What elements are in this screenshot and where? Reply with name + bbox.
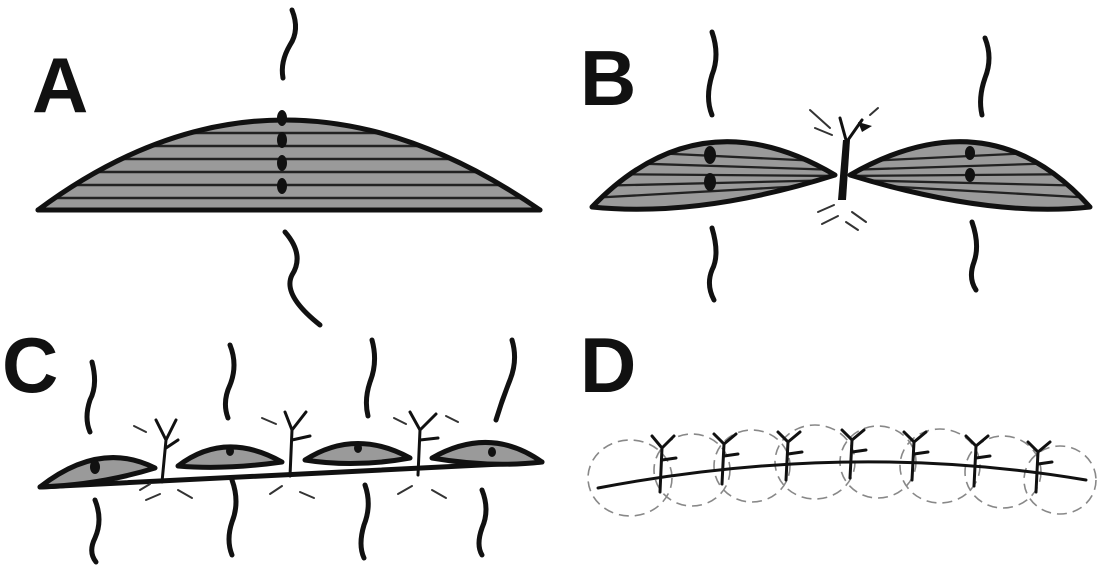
muscle-fiber-b-right xyxy=(845,142,1095,210)
panel-b: B xyxy=(580,32,1095,300)
muscle-fiber-a xyxy=(38,110,540,210)
vessel-top-c-2 xyxy=(225,345,234,418)
muscle-segment-c-2 xyxy=(178,446,282,467)
panel-label-c: C xyxy=(2,321,58,409)
panel-a: A xyxy=(32,10,540,325)
vessel-top-a xyxy=(282,10,295,78)
vessel-bottom-c-4 xyxy=(479,490,486,555)
panel-c: C xyxy=(2,321,542,562)
vessel-bottom-c-2 xyxy=(229,480,236,555)
vessel-top-c-1 xyxy=(87,362,95,432)
panel-label-d: D xyxy=(580,321,636,409)
panel-label-b: B xyxy=(580,34,636,122)
vessel-top-b-left xyxy=(709,32,717,115)
nerve-terminal-d-6 xyxy=(966,436,990,486)
vessel-top-c-4 xyxy=(496,340,515,420)
vessel-bottom-b-right xyxy=(971,222,976,290)
muscle-segment-c-4 xyxy=(432,442,542,464)
panel-label-a: A xyxy=(32,41,88,129)
vessel-bottom-b-left xyxy=(709,228,716,300)
vessel-top-b-right xyxy=(981,38,989,115)
vessel-bottom-c-3 xyxy=(361,485,368,558)
muscle-segment-c-3 xyxy=(305,443,410,464)
vessel-top-c-3 xyxy=(366,340,374,416)
muscle-fiber-b-left xyxy=(590,142,840,210)
vessel-bottom-a xyxy=(285,232,320,325)
panel-d: D xyxy=(580,321,1096,516)
nerve-terminal-d-2 xyxy=(714,434,738,484)
nerve-terminal-d-1 xyxy=(652,436,676,492)
vessel-bottom-c-1 xyxy=(92,500,99,562)
